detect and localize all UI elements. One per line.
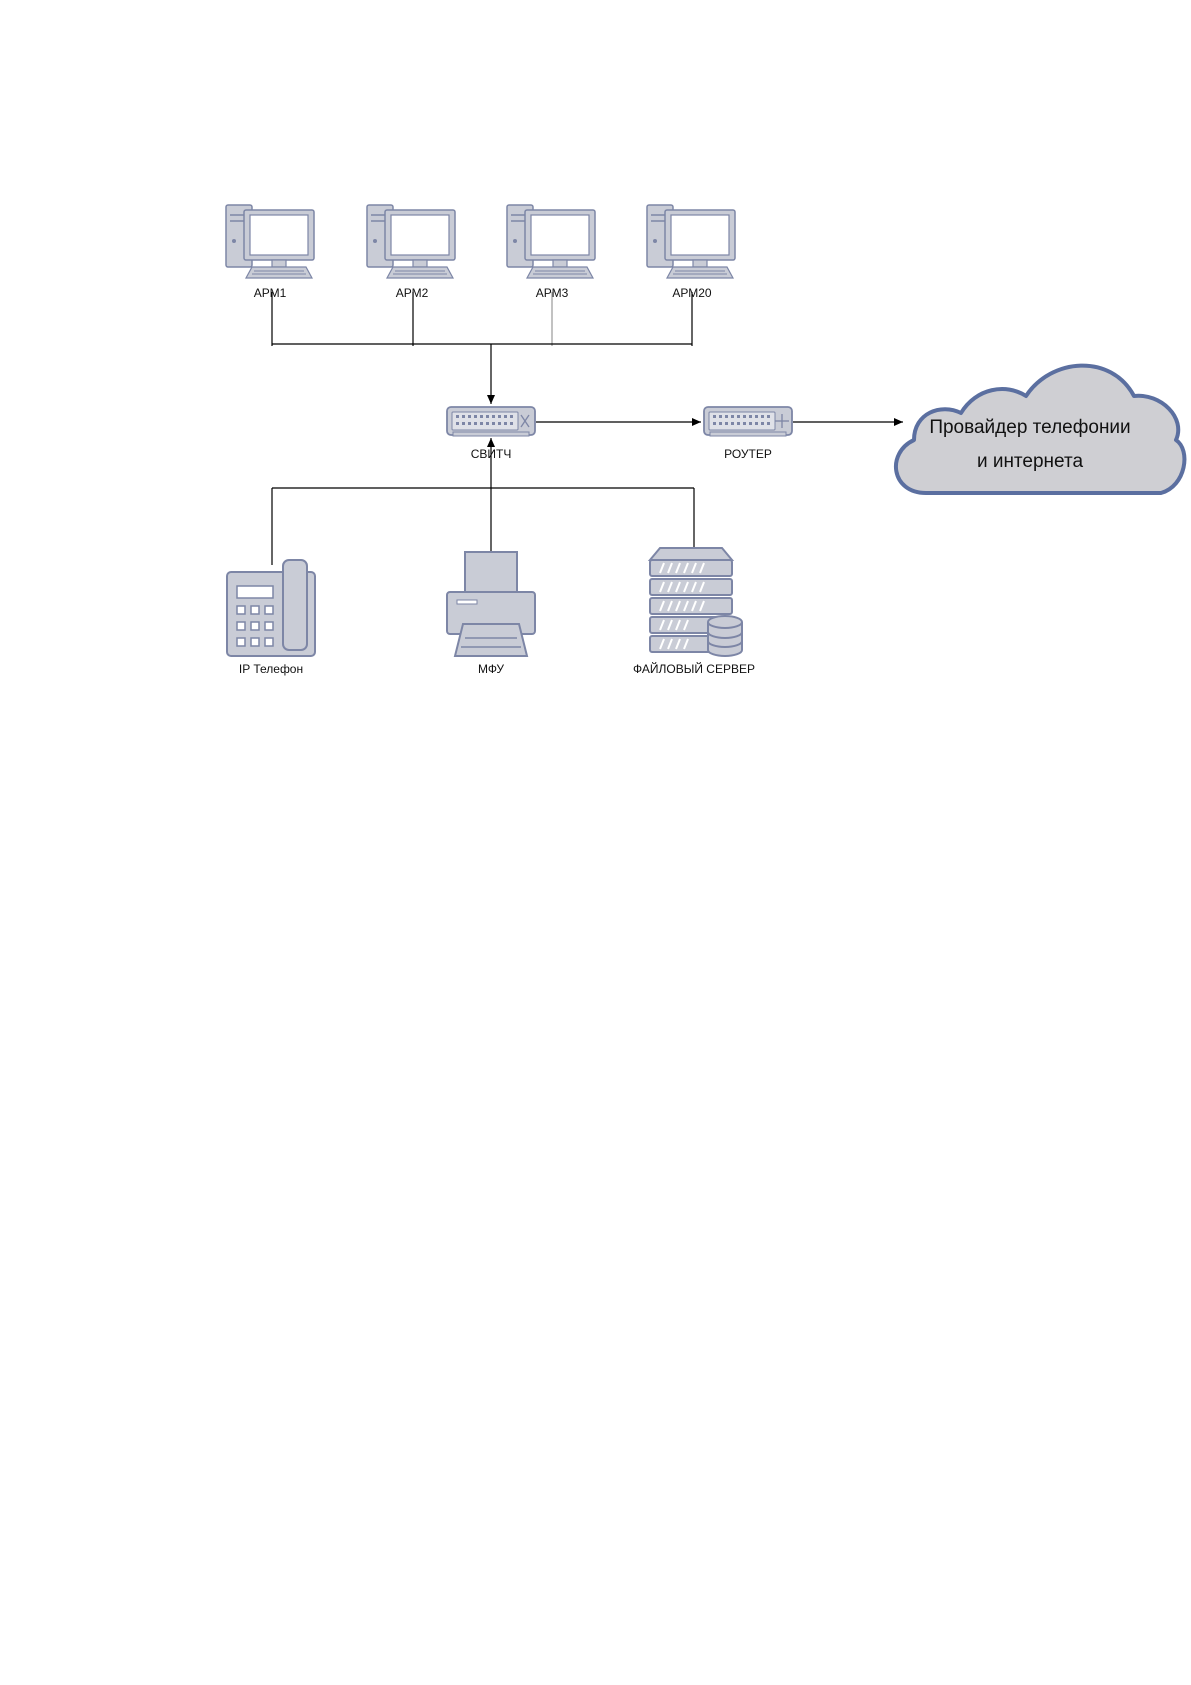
- switch-node: СВИТЧ: [447, 407, 535, 461]
- ip-phone-icon: [227, 560, 315, 656]
- connection-lines: [272, 292, 903, 565]
- file-server-label: ФАЙЛОВЫЙ СЕРВЕР: [633, 661, 755, 676]
- desktop-computer-icon: [226, 205, 314, 278]
- file-server-icon: [650, 548, 742, 656]
- mfu-label: МФУ: [478, 662, 504, 676]
- file-server-node: ФАЙЛОВЫЙ СЕРВЕР: [633, 548, 755, 676]
- cloud-label-line2: и интернета: [977, 451, 1084, 472]
- workstation-arm2: АРМ2: [367, 205, 455, 300]
- workstation-arm1: АРМ1: [226, 205, 314, 300]
- workstation-arm20: АРМ20: [647, 205, 735, 300]
- mfu-node: МФУ: [447, 552, 535, 676]
- printer-icon: [447, 552, 535, 656]
- switch-icon: [447, 407, 535, 436]
- arm1-label: АРМ1: [254, 286, 287, 300]
- provider-cloud: Провайдер телефонии и интернета: [896, 366, 1184, 493]
- arm2-label: АРМ2: [396, 286, 429, 300]
- workstation-arm3: АРМ3: [507, 205, 595, 300]
- desktop-computer-icon: [647, 205, 735, 278]
- router-node: РОУТЕР: [704, 407, 792, 461]
- database-icon: [708, 616, 742, 656]
- cloud-label-line1: Провайдер телефонии: [929, 417, 1130, 438]
- router-label: РОУТЕР: [724, 447, 772, 461]
- ip-phone-label: IP Телефон: [239, 662, 303, 676]
- switch-label: СВИТЧ: [471, 447, 512, 461]
- arm3-label: АРМ3: [536, 286, 569, 300]
- router-icon: [704, 407, 792, 436]
- desktop-computer-icon: [507, 205, 595, 278]
- arm20-label: АРМ20: [672, 286, 712, 300]
- desktop-computer-icon: [367, 205, 455, 278]
- ip-phone-node: IP Телефон: [227, 560, 315, 676]
